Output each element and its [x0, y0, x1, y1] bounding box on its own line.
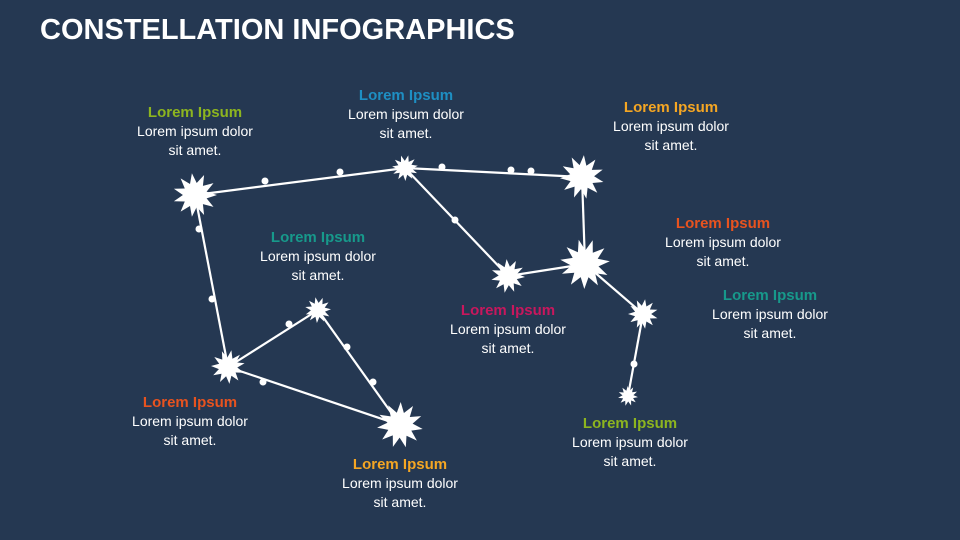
- label-body: sit amet.: [379, 125, 433, 141]
- label-body: sit amet.: [291, 267, 345, 283]
- star-icon: [173, 173, 217, 217]
- label-body: sit amet.: [373, 494, 427, 510]
- connector-dot: [369, 378, 377, 386]
- star-icon: [491, 259, 525, 293]
- constellation-line: [227, 365, 401, 427]
- label-heading: Lorem Ipsum: [358, 87, 454, 104]
- star-icon: [305, 297, 331, 323]
- label-heading: Lorem Ipsum: [722, 287, 818, 304]
- star-icon: [377, 402, 423, 448]
- connector-dot: [527, 167, 535, 175]
- label-body: Lorem ipsum dolor: [665, 234, 781, 250]
- label-heading: Lorem Ipsum: [270, 229, 366, 246]
- star-icon: [560, 239, 610, 289]
- connector-dot: [438, 163, 446, 171]
- star-icon: [392, 155, 418, 181]
- label-heading: Lorem Ipsum: [582, 415, 678, 432]
- star-icon: [618, 386, 638, 406]
- label-body: Lorem ipsum dolor: [450, 321, 566, 337]
- constellation-line: [626, 313, 645, 397]
- label-body: Lorem ipsum dolor: [260, 248, 376, 264]
- connector-dot: [343, 343, 351, 351]
- label-body: sit amet.: [603, 453, 657, 469]
- label-body: sit amet.: [481, 340, 535, 356]
- constellation-line: [317, 309, 401, 426]
- label-heading: Lorem Ipsum: [142, 394, 238, 411]
- label-body: sit amet.: [163, 432, 217, 448]
- label-body: sit amet.: [696, 253, 750, 269]
- label-heading: Lorem Ipsum: [352, 456, 448, 473]
- constellation-line: [193, 194, 230, 368]
- star-icon: [211, 350, 245, 384]
- connector-dot: [451, 216, 459, 224]
- label-body: sit amet.: [743, 325, 797, 341]
- constellation-line: [194, 166, 406, 197]
- connector-dot: [259, 378, 267, 386]
- connector-dot: [630, 360, 638, 368]
- label-body: sit amet.: [168, 142, 222, 158]
- constellation-line: [404, 166, 583, 179]
- label-heading: Lorem Ipsum: [675, 215, 771, 232]
- connector-dot: [208, 295, 216, 303]
- star-icon: [560, 155, 604, 199]
- connector-dot: [285, 320, 293, 328]
- label-body: Lorem ipsum dolor: [348, 106, 464, 122]
- connector-dot: [336, 168, 344, 176]
- label-heading: Lorem Ipsum: [623, 99, 719, 116]
- star-icon: [628, 299, 658, 329]
- connector-dot: [261, 177, 269, 185]
- label-heading: Lorem Ipsum: [147, 104, 243, 121]
- label-body: Lorem ipsum dolor: [613, 118, 729, 134]
- connector-dot: [507, 166, 515, 174]
- label-heading: Lorem Ipsum: [460, 302, 556, 319]
- slide-title: CONSTELLATION INFOGRAPHICS: [40, 14, 515, 46]
- label-body: Lorem ipsum dolor: [137, 123, 253, 139]
- label-body: sit amet.: [644, 137, 698, 153]
- label-body: Lorem ipsum dolor: [342, 475, 458, 491]
- constellation-line: [227, 309, 319, 368]
- label-body: Lorem ipsum dolor: [712, 306, 828, 322]
- label-body: Lorem ipsum dolor: [572, 434, 688, 450]
- label-body: Lorem ipsum dolor: [132, 413, 248, 429]
- connector-dot: [195, 225, 203, 233]
